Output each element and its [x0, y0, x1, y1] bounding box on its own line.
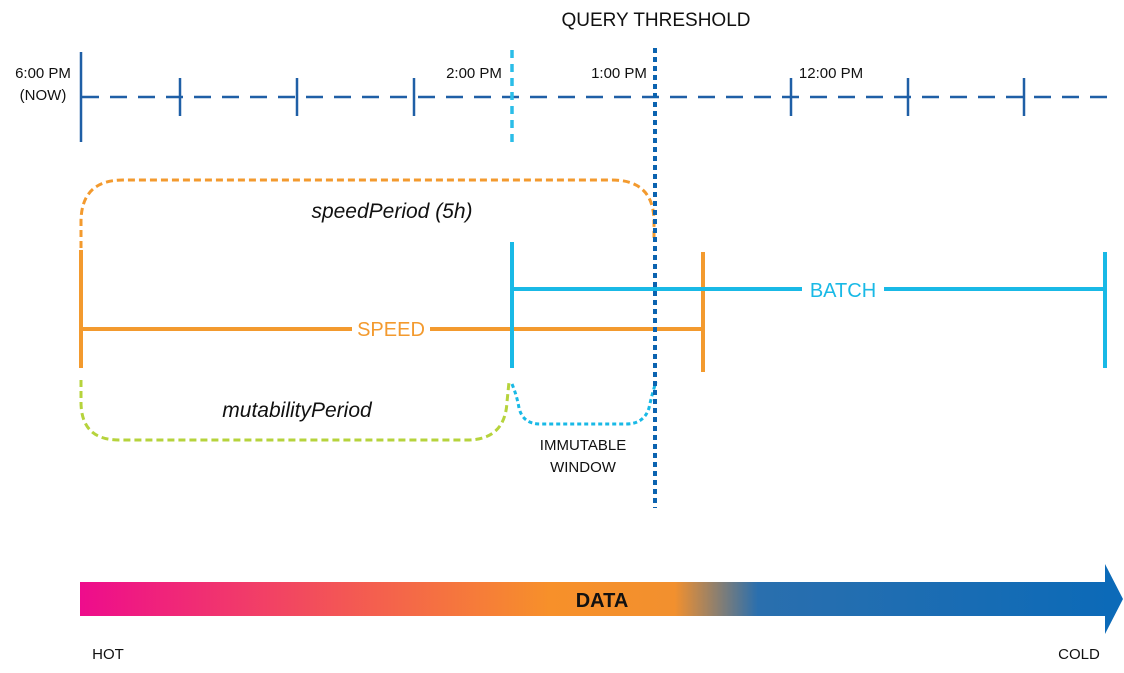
- label-now-note: (NOW): [20, 87, 67, 104]
- data-label: DATA: [576, 590, 629, 612]
- speed-period-label: speedPeriod (5h): [311, 200, 472, 223]
- batch-label: BATCH: [810, 280, 876, 302]
- immutable-window-label-line2: WINDOW: [550, 459, 617, 476]
- mutability-period-bracket: [79, 380, 511, 442]
- query-threshold-title: QUERY THRESHOLD: [562, 10, 751, 31]
- speed-label: SPEED: [357, 319, 425, 341]
- timeline-ticks: [79, 52, 1026, 142]
- label-now-time: 6:00 PM: [15, 65, 71, 82]
- label-1pm: 1:00 PM: [591, 65, 647, 82]
- mutability-period-label: mutabilityPeriod: [222, 399, 373, 422]
- label-2pm: 2:00 PM: [446, 65, 502, 82]
- immutable-window-label-line1: IMMUTABLE: [540, 437, 626, 454]
- cold-label: COLD: [1058, 646, 1100, 663]
- immutable-window-bracket: [510, 381, 658, 426]
- batch-layer: [510, 242, 1107, 368]
- speed-period-bracket: [79, 178, 656, 248]
- hot-label: HOT: [92, 646, 124, 663]
- speed-layer: [79, 250, 705, 372]
- label-12pm: 12:00 PM: [799, 65, 863, 82]
- data-arrow: [80, 564, 1123, 634]
